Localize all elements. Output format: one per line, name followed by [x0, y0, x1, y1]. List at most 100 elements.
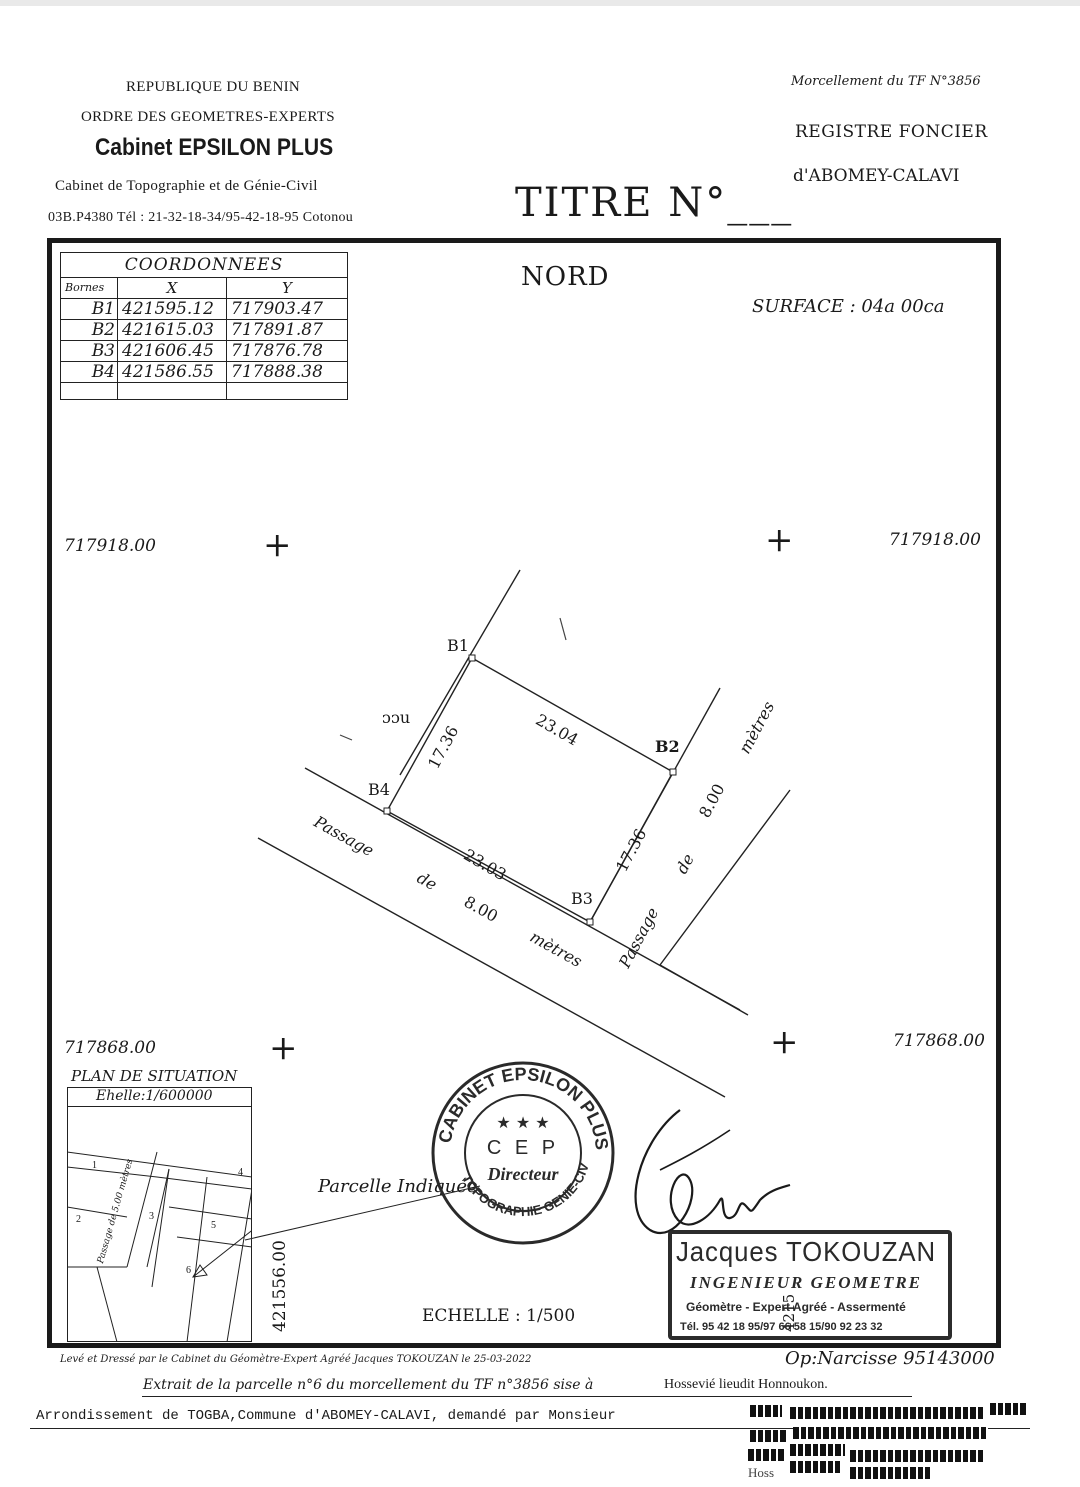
name-stamp-box	[668, 1230, 952, 1340]
header-titre: TITRE N°___	[515, 180, 794, 226]
borne-b4-label: B4	[368, 780, 390, 799]
arrow-extension-line	[244, 1185, 481, 1241]
footer-underline	[30, 1428, 1030, 1429]
surface-label: SURFACE : 04a 00ca	[752, 296, 945, 317]
header-registre: REGISTRE FONCIER	[795, 122, 988, 142]
borne-y: 717876.78	[226, 340, 348, 362]
operator-label: Op:Narcisse 95143000	[785, 1348, 995, 1369]
situation-lot: 4	[238, 1167, 243, 1178]
situation-lot-line	[96, 1266, 118, 1342]
passage-right-outer-line	[658, 789, 791, 1016]
situation-lot-line	[186, 1176, 208, 1342]
grid-y-bottom-left: 717868.00	[64, 1038, 156, 1058]
borne-b2-label: B2	[655, 737, 680, 756]
situation-passage-line	[126, 1151, 158, 1268]
redaction-block	[750, 1430, 786, 1442]
header-morcellement: Morcellement du TF N°3856	[791, 74, 981, 89]
redaction-block	[790, 1444, 845, 1456]
stamp-outer-ring	[431, 1061, 615, 1245]
situation-lot: 5	[211, 1220, 216, 1231]
situation-lot: 3	[149, 1211, 154, 1222]
stamp-phone: Tél. 95 42 18 95/97 66 58 15/90 92 23 32	[680, 1321, 883, 1333]
coordinates-table: COORDONNEES Bornes X Y B1 421595.12 7179…	[60, 252, 348, 400]
round-stamp: CABINET EPSILON PLUS TOPOGRAPHIE GENIE-C…	[428, 1058, 615, 1245]
borne-b1-label: B1	[447, 636, 469, 655]
road-left-line	[399, 569, 521, 776]
redaction-block	[850, 1467, 930, 1479]
footer-extrait: Extrait de la parcelle n°6 du morcelleme…	[143, 1377, 594, 1393]
signature-stroke	[634, 1109, 791, 1234]
situation-lot: 2	[76, 1214, 81, 1225]
stamp-line: Géomètre - Expert Agréé - Assermenté	[686, 1300, 906, 1314]
grid-cross: +	[263, 525, 292, 565]
borne-label: B2	[60, 319, 118, 341]
redaction-block	[790, 1407, 985, 1419]
situation-passage-line	[146, 1168, 170, 1268]
pencil-mark	[339, 734, 353, 741]
situation-box	[67, 1087, 252, 1342]
borne-marker	[383, 807, 391, 815]
situation-scale-row	[67, 1087, 252, 1107]
grid-y-top-right: 717918.00	[889, 530, 981, 550]
borne-label: B4	[60, 361, 118, 383]
stamp-inner-ring	[464, 1094, 582, 1212]
stamp-title: INGENIEUR GEOMETRE	[690, 1273, 923, 1292]
situation-lot-line	[168, 1206, 252, 1220]
borne-label: B1	[60, 298, 118, 320]
situation-lot-line	[176, 1236, 252, 1248]
passage-right-inner-line	[589, 687, 721, 923]
stamp-initials: C E P	[487, 1137, 559, 1159]
situation-arrow-line	[192, 1229, 252, 1278]
borne-marker	[468, 654, 476, 662]
borne-b3-label: B3	[571, 889, 593, 908]
borne-marker	[669, 768, 677, 776]
footer-underline	[142, 1396, 912, 1397]
header-order: ORDRE DES GEOMETRES-EXPERTS	[81, 109, 335, 125]
header-cabinet-name: Cabinet EPSILON PLUS	[95, 134, 334, 161]
situation-lot-line	[67, 1206, 128, 1218]
arrow-extension	[244, 1185, 481, 1241]
grid-y-top-left: 717918.00	[64, 536, 156, 556]
situation-title: PLAN DE SITUATION	[71, 1067, 238, 1085]
borne-y: 717891.87	[226, 319, 348, 341]
situation-map	[67, 1151, 252, 1342]
passage-bottom-bottom-line	[257, 837, 726, 1098]
situation-lot: 1	[92, 1160, 97, 1171]
stamp-role: Directeur	[487, 1164, 560, 1184]
redaction-block	[750, 1405, 782, 1417]
grid-y-bottom-right: 717868.00	[893, 1031, 985, 1051]
signature-stroke	[659, 1129, 731, 1171]
footer-arrondissement: Arrondissement de TOGBA,Commune d'ABOMEY…	[36, 1408, 616, 1424]
table-row-empty	[60, 382, 348, 400]
north-label: NORD	[521, 262, 610, 292]
borne-x: 421595.12	[117, 298, 227, 320]
stamp-stars: ★ ★ ★	[496, 1113, 549, 1132]
table-row: B2 421615.03 717891.87	[60, 319, 348, 341]
footer-extrait-place: Hossevié lieudit Honnoukon.	[664, 1377, 828, 1392]
redaction-block	[748, 1449, 784, 1461]
redaction-block	[850, 1450, 985, 1462]
header-locality: d'ABOMEY-CALAVI	[793, 166, 960, 186]
situation-lot-line	[151, 1168, 170, 1288]
footer-leve: Levé et Dressé par le Cabinet du Géomètr…	[60, 1354, 532, 1365]
grid-cross: +	[765, 520, 794, 560]
grid-cross: +	[770, 1022, 799, 1062]
footer-partial-text: Hoss	[748, 1465, 775, 1480]
redaction-block	[793, 1427, 988, 1439]
situation-arrow-head	[192, 1264, 208, 1278]
borne-marker	[586, 918, 594, 926]
grid-cross: +	[269, 1028, 298, 1068]
neighbor-partial-label: ᴐᴐu	[382, 708, 411, 727]
pencil-mark	[559, 617, 567, 641]
redaction-block	[990, 1403, 1028, 1415]
header-contact: 03B.P4380 Tél : 21-32-18-34/95-42-18-95 …	[48, 210, 354, 225]
plan-scale: ECHELLE : 1/500	[422, 1306, 576, 1326]
signature	[634, 1109, 791, 1234]
situation-road-line	[67, 1151, 252, 1178]
situation-scale: Ehelle:1/600000	[96, 1088, 213, 1104]
plan-frame	[47, 238, 1001, 1348]
header-republic: REPUBLIQUE DU BENIN	[126, 79, 301, 95]
header-cabinet-type: Cabinet de Topographie et de Génie-Civil	[55, 178, 318, 194]
redaction-block	[790, 1461, 840, 1473]
